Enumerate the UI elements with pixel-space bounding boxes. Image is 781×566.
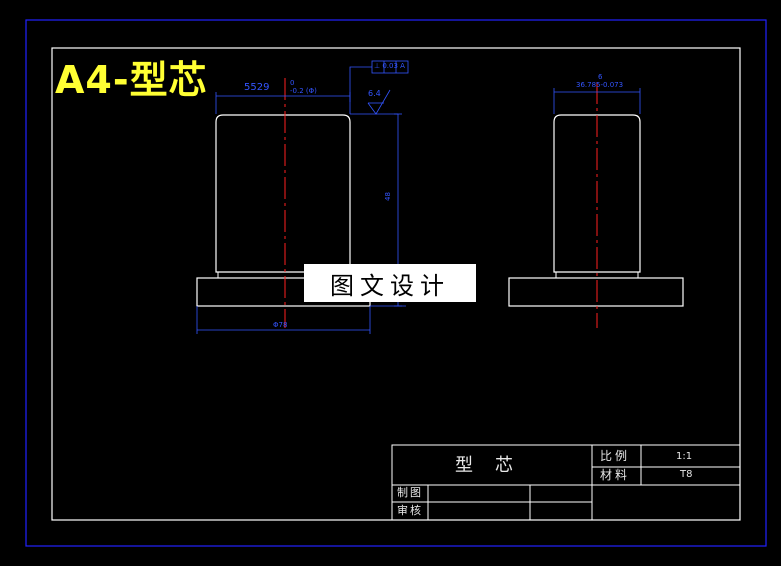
title-block-material-label: 材料 [600,468,631,482]
front-gdt-frame: ⊥ 0.03 A [374,62,405,70]
title-block [391,444,741,521]
front-view-dimensions [196,60,409,334]
front-dim-height: 48 [383,192,392,201]
front-dim-base: Φ78 [273,321,288,329]
watermark-label: 图文设计 [304,264,476,302]
side-view-base [508,277,684,307]
side-view-body [553,114,641,273]
side-view [508,82,684,328]
front-roughness: 6.4 [368,89,381,98]
side-dim-top-upper: 6 [598,73,603,81]
front-dim-top-left: 5529 [244,82,270,93]
title-block-material-value: T8 [680,469,693,480]
front-dim-top-center-lower: -0.2 (Φ) [290,87,317,95]
outer-frame [25,19,767,547]
sheet-title: A4-型芯 [55,58,208,102]
title-block-part-name: 型芯 [455,455,535,476]
title-block-drawn-label: 制图 [397,486,423,499]
title-block-checked-label: 审核 [397,504,423,517]
title-block-scale-value: 1:1 [676,451,693,462]
side-dim-top-lower: 36.785-0.073 [576,81,624,89]
title-block-scale-label: 比例 [600,449,631,463]
side-view-dimensions [553,88,641,114]
front-view-body [215,114,351,273]
front-dim-top-center-upper: 0 [290,79,295,87]
